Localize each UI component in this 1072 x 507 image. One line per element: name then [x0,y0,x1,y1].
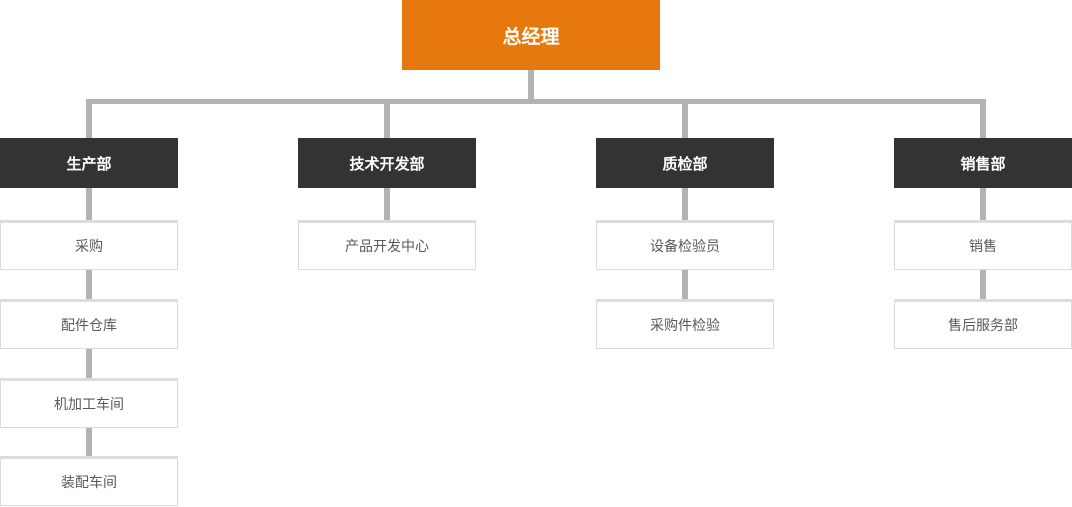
org-node-machining-workshop: 机加工车间 [0,378,178,428]
connector-line [86,349,92,378]
org-node-after-sales-service: 售后服务部 [894,299,1072,349]
org-node-purchased-parts-inspection: 采购件检验 [596,299,774,349]
org-node-label: 售后服务部 [948,317,1018,333]
org-node-equipment-inspector: 设备检验员 [596,220,774,270]
org-node-label: 销售 [969,238,997,254]
org-node-root: 总经理 [402,0,660,70]
connector-line [384,188,390,220]
org-node-parts-warehouse: 配件仓库 [0,299,178,349]
org-node-purchasing: 采购 [0,220,178,270]
connector-line [682,99,688,138]
connector-line [86,99,986,104]
org-node-label: 机加工车间 [54,396,124,412]
org-node-dept-quality-inspection: 质检部 [596,138,774,188]
org-node-label: 采购 [75,238,103,254]
connector-line [682,188,688,220]
connector-line [86,428,92,456]
org-node-assembly-workshop: 装配车间 [0,456,178,506]
org-node-label: 生产部 [66,155,112,173]
org-node-dept-sales: 销售部 [894,138,1072,188]
connector-line [980,270,986,299]
org-node-dept-tech-development: 技术开发部 [298,138,476,188]
org-node-label: 产品开发中心 [345,238,429,254]
connector-line [86,188,92,220]
connector-line [980,99,986,138]
org-node-label: 销售部 [960,155,1006,173]
connector-line [86,99,92,138]
connector-line [682,270,688,299]
org-node-dept-production: 生产部 [0,138,178,188]
org-node-label: 采购件检验 [650,317,720,333]
connector-line [528,70,534,104]
org-node-sales: 销售 [894,220,1072,270]
org-node-label: 装配车间 [61,474,117,490]
org-node-product-dev-center: 产品开发中心 [298,220,476,270]
connector-line [86,270,92,299]
connector-line [384,99,390,138]
org-node-label: 总经理 [502,26,560,48]
org-node-label: 配件仓库 [61,317,117,333]
org-node-label: 技术开发部 [349,155,425,173]
org-node-label: 设备检验员 [650,238,720,254]
connector-line [980,188,986,220]
org-node-label: 质检部 [662,155,708,173]
